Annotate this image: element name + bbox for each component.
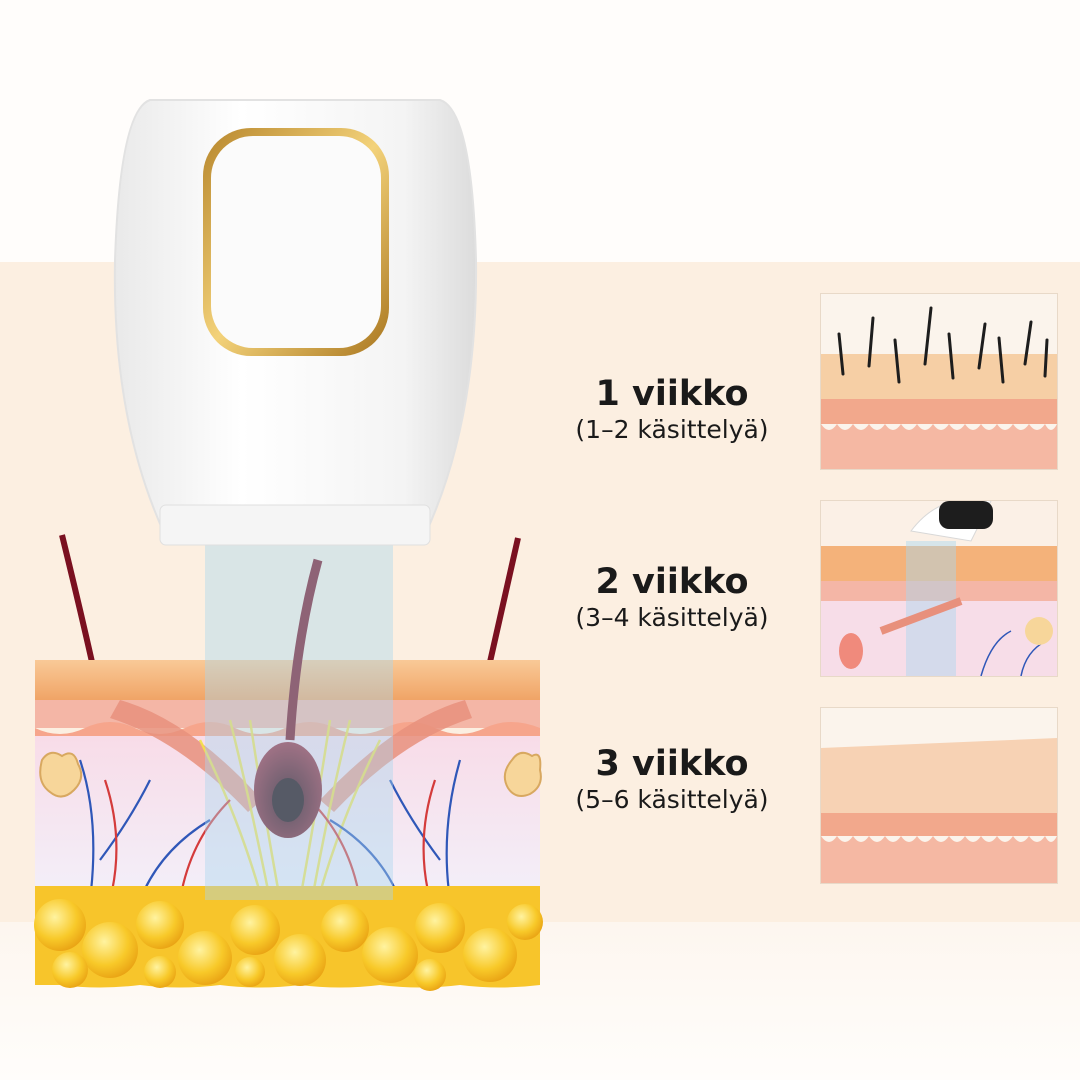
step-3-title: 3 viikko <box>595 744 749 784</box>
step-1-subtitle: (1–2 käsittelyä) <box>575 415 769 444</box>
hair-left <box>59 534 95 663</box>
step-2: 2 viikko (3–4 käsittelyä) <box>552 562 792 634</box>
week-3-skin-image <box>820 707 1058 884</box>
muscle-left <box>110 700 262 812</box>
gland-right <box>503 751 542 797</box>
week-1-skin-image <box>820 293 1058 470</box>
hair-shaft <box>285 558 323 741</box>
step-1: 1 viikko (1–2 käsittelyä) <box>552 374 792 446</box>
light-beam <box>205 545 393 900</box>
device-window <box>211 136 381 348</box>
step-1-title: 1 viikko <box>595 374 749 414</box>
step-3-subtitle: (5–6 käsittelyä) <box>575 785 769 814</box>
step-3: 3 viikko (5–6 käsittelyä) <box>552 744 792 816</box>
epidermis-layer <box>35 660 540 700</box>
week-2-skin-image <box>820 498 1058 677</box>
gland-left <box>39 751 83 798</box>
hair-right <box>487 537 521 663</box>
step-2-title: 2 viikko <box>595 562 749 602</box>
step-2-subtitle: (3–4 käsittelyä) <box>575 603 769 632</box>
